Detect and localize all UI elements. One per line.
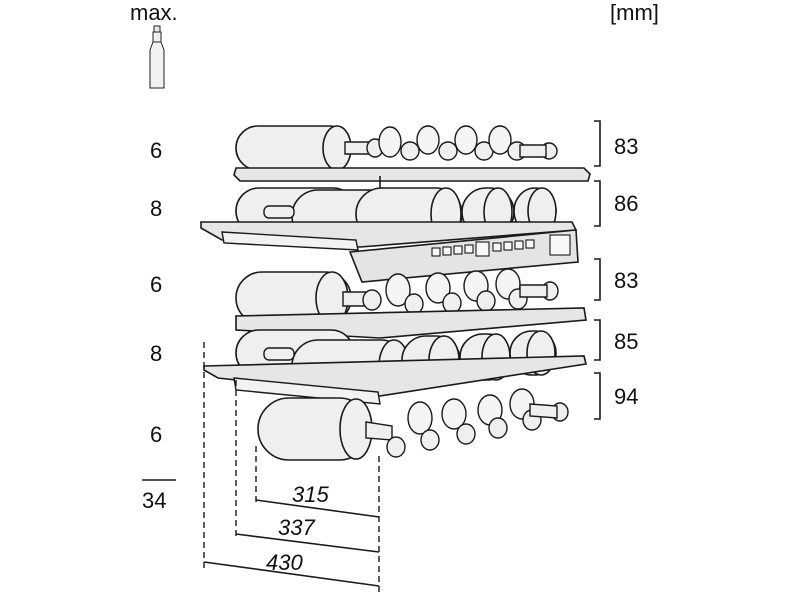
bottle-row-3 — [235, 268, 559, 325]
depth-430: 430 — [266, 550, 303, 575]
unit-label: [mm] — [610, 0, 659, 25]
bottle-row-5 — [257, 388, 569, 461]
total-count: 34 — [142, 488, 166, 513]
bottle-row-1 — [235, 125, 558, 171]
wine-rack-illustration — [200, 125, 591, 461]
shelf-1 — [233, 167, 591, 182]
control-panel — [348, 229, 579, 283]
row-height-5: 94 — [614, 384, 638, 409]
row-height-1: 83 — [614, 134, 638, 159]
row-count-5: 6 — [150, 422, 162, 447]
wine-bottle-icon — [149, 25, 165, 89]
row-height-4: 85 — [614, 329, 638, 354]
row-count-1: 6 — [150, 138, 162, 163]
row-height-3: 83 — [614, 268, 638, 293]
row-height-2: 86 — [614, 191, 638, 216]
row-count-4: 8 — [150, 341, 162, 366]
depth-dimensions — [203, 342, 380, 596]
depth-315: 315 — [292, 482, 329, 507]
max-label: max. — [130, 0, 178, 25]
row-count-2: 8 — [150, 196, 162, 221]
depth-337: 337 — [278, 515, 315, 540]
height-brackets — [594, 120, 601, 420]
row-count-3: 6 — [150, 272, 162, 297]
